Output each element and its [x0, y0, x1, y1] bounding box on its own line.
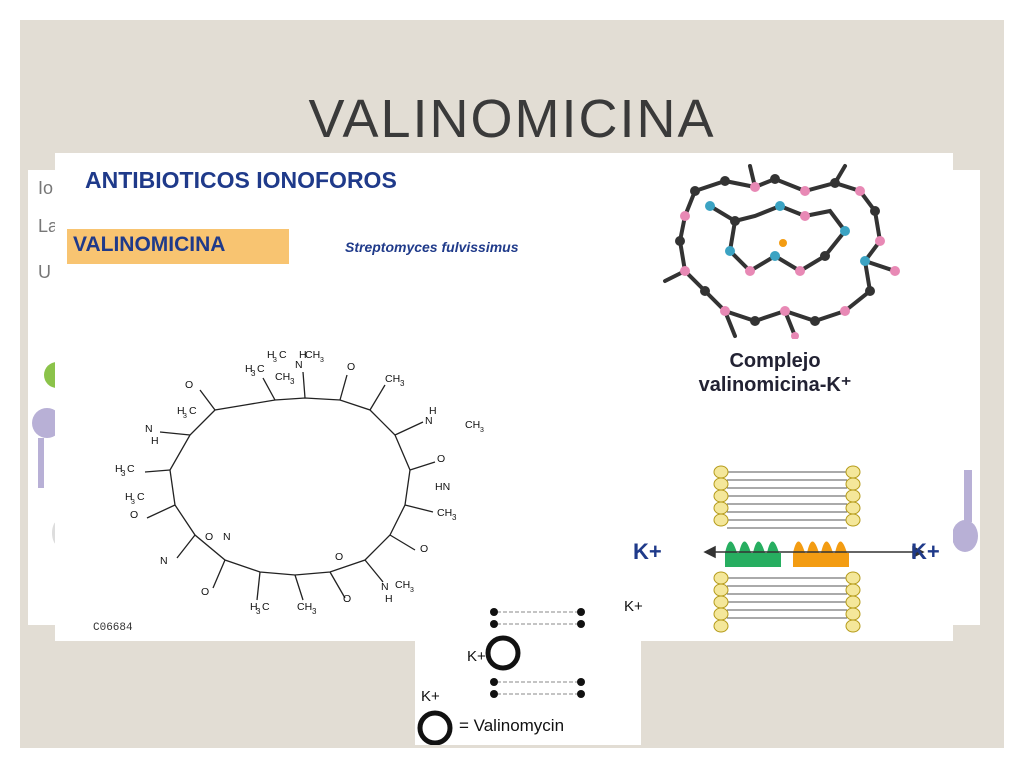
svg-text:H: H — [177, 405, 185, 417]
svg-text:O: O — [437, 453, 445, 465]
svg-text:N: N — [160, 555, 168, 567]
lipid-tail-icon — [38, 438, 44, 488]
species-name: Streptomyces fulvissimus — [345, 239, 519, 255]
svg-text:3: 3 — [312, 607, 317, 616]
potassium-label-ring: K+ — [467, 648, 486, 665]
svg-text:H: H — [250, 601, 258, 613]
svg-text:N: N — [381, 581, 389, 593]
legend-text: = Valinomycin — [459, 716, 565, 735]
svg-text:N: N — [425, 415, 433, 427]
valinomycin-legend-insert: K+ K+ K+ = Valinomycin — [415, 590, 643, 745]
highlight-box — [67, 229, 289, 264]
lipid-head-icon — [952, 520, 978, 552]
svg-text:O: O — [420, 543, 428, 555]
figure-heading: ANTIBIOTICOS IONOFOROS — [85, 167, 397, 193]
potassium-label-right: K+ — [911, 539, 940, 564]
svg-text:H: H — [125, 491, 133, 503]
svg-text:3: 3 — [251, 369, 256, 378]
background-text-line: Io — [38, 178, 54, 198]
svg-text:HN: HN — [435, 481, 450, 493]
membrane-channel-diagram — [703, 465, 925, 633]
svg-text:3: 3 — [121, 469, 126, 478]
svg-text:3: 3 — [131, 499, 135, 506]
svg-text:3: 3 — [183, 413, 187, 420]
potassium-label-legend: K+ — [421, 688, 440, 705]
complex-caption: Complejo valinomicina-K⁺ — [660, 349, 890, 397]
svg-text:3: 3 — [452, 513, 457, 522]
svg-text:C: C — [257, 363, 265, 375]
svg-text:N: N — [223, 531, 231, 543]
complex-caption-line: Complejo — [729, 350, 821, 372]
svg-text:C: C — [262, 601, 270, 613]
background-text-line: La — [38, 216, 59, 236]
svg-text:CH: CH — [275, 371, 290, 383]
svg-text:O: O — [201, 586, 209, 598]
svg-text:CH: CH — [465, 419, 480, 431]
background-text-line: U — [38, 262, 51, 282]
valinomycin-figure: ANTIBIOTICOS IONOFOROS VALINOMICINA Stre… — [55, 153, 953, 641]
svg-text:3: 3 — [410, 587, 414, 594]
svg-text:3: 3 — [480, 427, 484, 434]
lipid-tail-icon — [964, 470, 972, 522]
svg-text:O: O — [347, 361, 355, 373]
svg-text:C: C — [189, 405, 197, 417]
molecule-3d-model — [663, 164, 900, 339]
svg-text:3: 3 — [256, 607, 261, 616]
svg-text:H: H — [385, 593, 393, 605]
svg-text:CH: CH — [395, 579, 410, 591]
svg-text:O: O — [205, 531, 213, 543]
svg-text:H: H — [267, 349, 275, 361]
svg-text:H: H — [429, 405, 437, 417]
svg-text:O: O — [130, 509, 138, 521]
svg-text:CH: CH — [297, 601, 312, 613]
svg-text:N: N — [145, 423, 153, 435]
svg-text:C: C — [279, 349, 287, 361]
svg-text:H: H — [115, 463, 123, 475]
svg-text:O: O — [335, 551, 343, 563]
svg-text:O: O — [185, 379, 193, 391]
svg-text:CH: CH — [305, 349, 320, 361]
structure-code: C06684 — [93, 622, 133, 634]
svg-text:3: 3 — [273, 357, 277, 364]
complex-caption-line: valinomicina-K⁺ — [698, 374, 852, 396]
svg-text:C: C — [137, 491, 145, 503]
svg-text:H: H — [245, 363, 253, 375]
svg-text:H: H — [151, 435, 159, 447]
svg-text:N: N — [295, 359, 303, 371]
svg-text:3: 3 — [400, 379, 405, 388]
svg-text:CH: CH — [437, 507, 452, 519]
highlight-label: VALINOMICINA — [73, 233, 226, 256]
svg-text:H: H — [299, 349, 307, 361]
slide-title: VALINOMICINA — [308, 89, 716, 149]
svg-text:3: 3 — [290, 377, 295, 386]
svg-text:C: C — [127, 463, 135, 475]
svg-text:O: O — [343, 593, 351, 605]
transport-diagram — [417, 608, 585, 745]
svg-text:CH: CH — [385, 373, 400, 385]
potassium-label-left: K+ — [633, 539, 662, 564]
svg-text:3: 3 — [320, 357, 324, 364]
potassium-label-top: K+ — [624, 598, 643, 615]
